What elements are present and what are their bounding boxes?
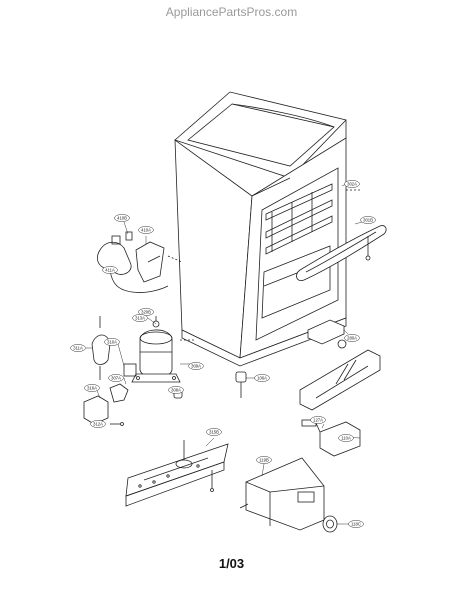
callout-label: 301B — [363, 218, 373, 223]
callout-label: 110A — [341, 436, 351, 441]
callout-bubble — [310, 416, 326, 424]
callout-bubble — [90, 420, 106, 428]
callout-label: 280A — [347, 336, 357, 341]
callout-bubble — [256, 456, 272, 464]
callout-label: 308A — [171, 388, 181, 393]
callout-bubble — [344, 180, 360, 188]
callout-bubble — [114, 214, 130, 222]
part-callout-tag: 312A — [90, 420, 106, 428]
part-callout-tag: 307A — [108, 374, 124, 382]
part-callout-tag: 410A — [138, 226, 154, 234]
part-callout-tag: 301B — [360, 216, 376, 224]
callout-bubble — [84, 384, 100, 392]
callout-bubble — [104, 338, 120, 346]
compressor-assembly — [131, 316, 196, 399]
callout-label: 119B — [259, 458, 269, 463]
callout-bubble — [132, 314, 148, 322]
part-callout-tag: 280A — [344, 334, 360, 342]
part-callout-tag: 118C — [348, 520, 364, 528]
callout-bubble — [70, 344, 86, 352]
callout-label: 311A — [73, 346, 83, 351]
callout-bubble — [348, 520, 364, 528]
callout-bubble — [254, 374, 270, 382]
callout-bubble — [360, 216, 376, 224]
power-cord-assembly — [96, 231, 183, 293]
part-callout-tag: 308A — [168, 386, 184, 394]
callout-label: 315B — [209, 430, 219, 435]
callout-bubble — [206, 428, 222, 436]
thermostat-bracket — [235, 319, 347, 398]
part-callout-tag: 110A — [338, 434, 354, 442]
callout-label: 410B — [117, 216, 127, 221]
control-housing — [239, 457, 338, 533]
part-callout-tag: 320B — [138, 308, 154, 316]
page-number: 1/03 — [218, 556, 245, 571]
refrigerator-cabinet — [174, 91, 360, 367]
callout-bubble — [168, 386, 184, 394]
part-callout-tag: 302A — [344, 180, 360, 188]
start-relay-parts — [83, 316, 137, 426]
part-callout-tag: 411A — [102, 266, 118, 274]
callout-label: 411A — [105, 268, 115, 273]
callout-label: 313A — [135, 316, 145, 321]
callout-bubble — [188, 362, 204, 370]
part-callout-tag: 119B — [256, 456, 272, 464]
callout-bubble — [138, 226, 154, 234]
part-callout-tag: 316A — [84, 384, 100, 392]
callout-bubble — [102, 266, 118, 274]
door-handle — [296, 225, 387, 281]
evaporator-door — [299, 349, 381, 411]
part-callout-tag: 313A — [132, 314, 148, 322]
callout-label: 316A — [87, 386, 97, 391]
part-callout-tag: 106A — [254, 374, 270, 382]
part-callout-tag: 309A — [188, 362, 204, 370]
callout-label: 106A — [257, 376, 267, 381]
part-callout-tag: 127A — [310, 416, 326, 424]
part-callout-tag: 310A — [104, 338, 120, 346]
callout-bubble — [338, 434, 354, 442]
watermark: AppliancePartsPros.com — [165, 5, 298, 19]
callout-label: 320B — [141, 310, 151, 315]
callout-label: 410A — [141, 228, 151, 233]
callout-label: 307A — [111, 376, 121, 381]
part-callout-tag: 410B — [114, 214, 130, 222]
callout-label: 310A — [107, 340, 117, 345]
base-plate — [125, 440, 229, 507]
callout-label: 302A — [347, 182, 357, 187]
part-callout-tag: 311A — [70, 344, 86, 352]
callout-bubble — [344, 334, 360, 342]
part-callout-tag: 315B — [206, 428, 222, 436]
callout-label: 309A — [191, 364, 201, 369]
callout-label: 127A — [313, 418, 323, 423]
callout-bubble — [108, 374, 124, 382]
callout-label: 312A — [93, 422, 103, 427]
callout-label: 118C — [351, 522, 361, 527]
